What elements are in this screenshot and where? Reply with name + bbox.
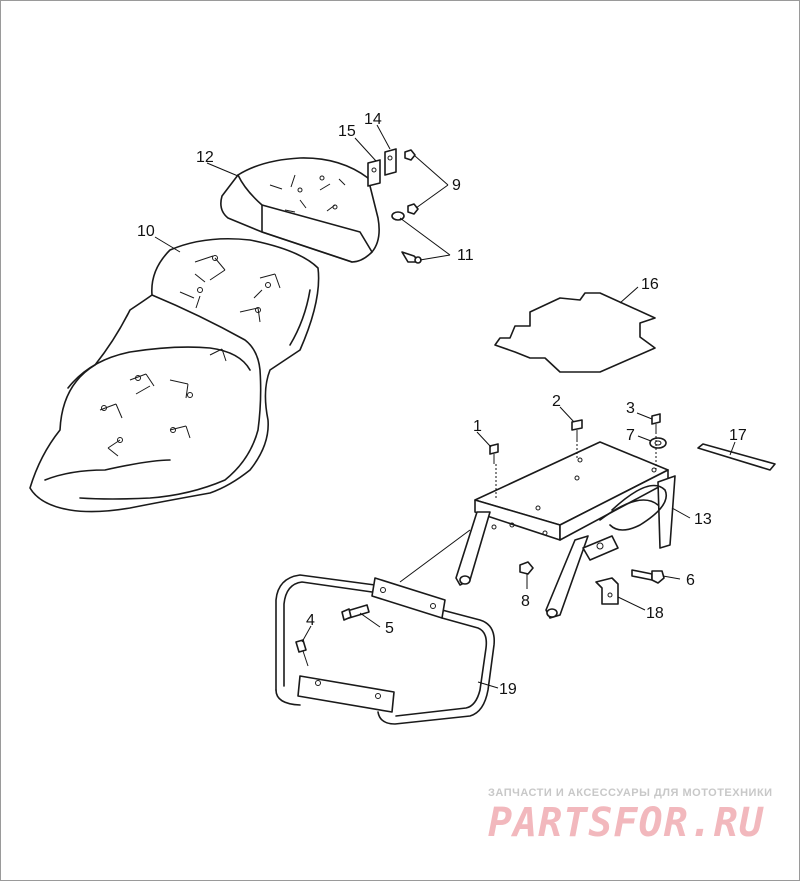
- callout-4: 4: [306, 612, 315, 629]
- nut-8: [519, 561, 534, 575]
- seat: [29, 237, 320, 513]
- callout-19: 19: [499, 681, 517, 698]
- watermark-logo: PARTSFOR.RU: [488, 800, 764, 846]
- backrest-bracket-14: [384, 148, 397, 176]
- seat-pad-16: [494, 292, 656, 373]
- mounting-bracket-13: [455, 441, 676, 619]
- bolt-6: [631, 569, 665, 584]
- bolt-3: [651, 413, 661, 432]
- callout-12: 12: [196, 149, 214, 166]
- callout-6: 6: [686, 572, 695, 589]
- leader-lines: [154, 124, 736, 689]
- callout-7: 7: [626, 427, 635, 444]
- callout-16: 16: [641, 276, 659, 293]
- callout-3: 3: [626, 400, 635, 417]
- callout-1: 1: [473, 418, 482, 435]
- watermark-tagline: ЗАПЧАСТИ И АКСЕССУАРЫ ДЛЯ МОТОТЕХНИКИ: [488, 787, 773, 799]
- callout-2: 2: [552, 393, 561, 410]
- callout-13: 13: [694, 511, 712, 528]
- callout-15: 15: [338, 123, 356, 140]
- callout-9: 9: [452, 177, 461, 194]
- callout-17: 17: [729, 427, 747, 444]
- callout-18: 18: [646, 605, 664, 622]
- nut-9: [404, 149, 419, 215]
- backrest-pad: [220, 157, 380, 263]
- bolt-2: [571, 419, 583, 440]
- callout-11: 11: [457, 247, 474, 264]
- callout-8: 8: [521, 593, 530, 610]
- bolt-5: [341, 604, 370, 621]
- callout-10: 10: [137, 223, 155, 240]
- guard-rail-19: [275, 574, 496, 725]
- bolt-4: [295, 639, 309, 667]
- backrest-bracket-15: [367, 159, 381, 187]
- callout-14: 14: [364, 111, 382, 128]
- trim-strip-17: [697, 443, 776, 471]
- bolt-1: [489, 443, 499, 464]
- plate-18: [595, 577, 619, 605]
- washer-bolt-11: [391, 211, 422, 264]
- washer-7: [649, 437, 667, 449]
- callout-5: 5: [385, 620, 394, 637]
